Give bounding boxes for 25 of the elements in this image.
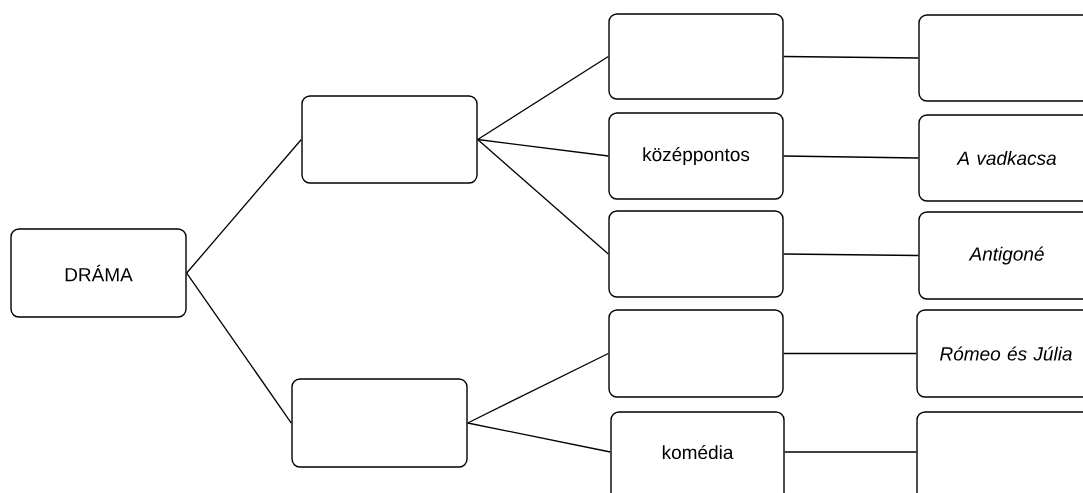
connector-line (783, 352, 917, 355)
empty-box (608, 13, 784, 100)
connector-line (186, 272, 292, 424)
text-box: Rómeo és Júlia (916, 309, 1083, 398)
connector-line (784, 451, 917, 453)
empty-box (301, 95, 478, 184)
connector-line (477, 138, 609, 255)
connector-line (477, 55, 609, 141)
empty-box (291, 378, 468, 468)
text-box: komédia (610, 411, 785, 493)
text-box: középpontos (608, 112, 784, 200)
connector-line (186, 138, 302, 274)
text-box: Antigoné (918, 211, 1083, 300)
connector-line (467, 422, 611, 453)
connector-line (783, 155, 919, 159)
empty-box (608, 309, 784, 398)
connector-line (783, 55, 919, 59)
empty-box (918, 14, 1083, 102)
text-box: DRÁMA (10, 228, 187, 318)
connector-line (783, 253, 919, 257)
empty-box (608, 210, 784, 298)
connector-line (467, 352, 609, 424)
connector-line (477, 138, 609, 157)
empty-box (916, 411, 1083, 493)
text-box: A vadkacsa (918, 114, 1083, 202)
